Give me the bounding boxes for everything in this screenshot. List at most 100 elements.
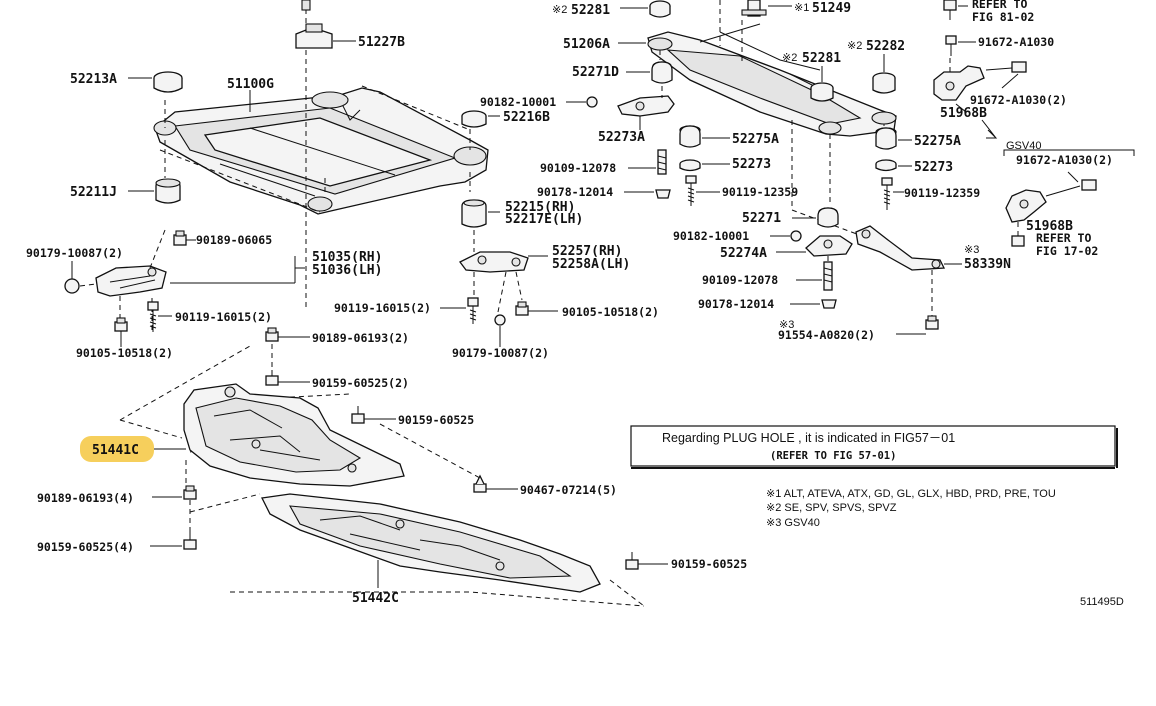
- stud-90109-a[interactable]: [657, 149, 667, 175]
- brace-58339n[interactable]: [855, 225, 946, 271]
- label-52213a[interactable]: 52213A: [70, 72, 117, 87]
- label-91672-b[interactable]: 91672-A1030(2): [970, 93, 1067, 107]
- label-91672-c[interactable]: 91672-A1030(2): [1016, 153, 1113, 167]
- nut-52281-top[interactable]: [649, 0, 671, 18]
- label-90105-a[interactable]: 90105-10518(2): [76, 346, 173, 360]
- label-90109-b[interactable]: 90109-12078: [702, 273, 778, 287]
- nut-90189-06193-4[interactable]: [183, 485, 197, 500]
- bolt-ref-17[interactable]: [1011, 235, 1025, 247]
- label-ref-81-b[interactable]: FIG 81-02: [972, 10, 1034, 24]
- label-90189-06193-a[interactable]: 90189-06193(2): [312, 331, 409, 345]
- label-52257[interactable]: 52257(RH): [552, 244, 622, 259]
- bolt-90182-b[interactable]: [790, 230, 802, 242]
- label-90182-a[interactable]: 90182-10001: [480, 95, 556, 109]
- crossmember-51206a[interactable]: [647, 23, 897, 137]
- nut-90178-b[interactable]: [821, 299, 837, 309]
- label-52216b[interactable]: 52216B: [503, 110, 550, 125]
- label-51441c[interactable]: 51441C: [92, 443, 139, 458]
- nut-90105-b[interactable]: [515, 301, 529, 316]
- washer-52273-l[interactable]: [679, 159, 701, 172]
- label-90189-06065[interactable]: 90189-06065: [196, 233, 272, 247]
- bracket-51968b-b[interactable]: [1005, 189, 1047, 223]
- bolt-91672-c[interactable]: [1045, 179, 1097, 197]
- label-52215[interactable]: 52215(RH): [505, 200, 575, 215]
- bushing-52275a-l[interactable]: [679, 125, 701, 148]
- crossmember-51100g[interactable]: [153, 87, 489, 215]
- label-52273-r[interactable]: 52273: [914, 160, 953, 175]
- label-51035[interactable]: 51035(RH): [312, 250, 382, 265]
- label-52275a-r[interactable]: 52275A: [914, 134, 961, 149]
- label-90159-60525-2[interactable]: 90159-60525(2): [312, 376, 409, 390]
- bolt-90119-b[interactable]: [881, 177, 893, 210]
- bolt-90119-16015-a[interactable]: [147, 301, 159, 332]
- label-90467[interactable]: 90467-07214(5): [520, 483, 617, 497]
- bolt-91672-b[interactable]: [985, 61, 1027, 73]
- label-51442c[interactable]: 51442C: [352, 591, 399, 606]
- label-51249[interactable]: 51249: [812, 1, 851, 16]
- stud-90109-b[interactable]: [823, 261, 833, 291]
- bolt-91554[interactable]: [925, 315, 939, 330]
- bracket-52273a[interactable]: [617, 95, 675, 117]
- bolt-ref-81[interactable]: [943, 0, 957, 20]
- bolt-90159-60525-b[interactable]: [625, 552, 639, 570]
- mount-52271d[interactable]: [651, 61, 673, 84]
- label-52273-l[interactable]: 52273: [732, 157, 771, 172]
- label-52271[interactable]: 52271: [742, 211, 781, 226]
- label-51968b-a[interactable]: 51968B: [940, 106, 987, 121]
- brace-51035[interactable]: [95, 265, 167, 297]
- under-cover-51442c[interactable]: [261, 493, 601, 593]
- label-52217e[interactable]: 52217E(LH): [505, 212, 583, 227]
- label-51227b[interactable]: 51227B: [358, 35, 405, 50]
- label-90159-60525-b[interactable]: 90159-60525: [671, 557, 747, 571]
- label-90119-16015-b[interactable]: 90119-16015(2): [334, 301, 431, 315]
- washer-52273-r[interactable]: [875, 159, 897, 172]
- label-90179-a[interactable]: 90179-10087(2): [26, 246, 123, 260]
- label-52211j[interactable]: 52211J: [70, 185, 117, 200]
- bracket-51968b-a[interactable]: [933, 65, 985, 101]
- label-52282[interactable]: 52282: [866, 39, 905, 54]
- label-52258a[interactable]: 52258A(LH): [552, 257, 630, 272]
- label-52274a[interactable]: 52274A: [720, 246, 767, 261]
- label-90109-a[interactable]: 90109-12078: [540, 161, 616, 175]
- label-90119-b[interactable]: 90119-12359: [904, 186, 980, 200]
- stopper-52215[interactable]: [461, 199, 487, 228]
- label-90189-06193-4[interactable]: 90189-06193(4): [37, 491, 134, 505]
- bolt-90159-60525-a[interactable]: [351, 406, 365, 424]
- bolt-90119-16015-b[interactable]: [467, 297, 479, 324]
- label-51036[interactable]: 51036(LH): [312, 263, 382, 278]
- label-51100g[interactable]: 51100G: [227, 77, 274, 92]
- label-90159-60525-4[interactable]: 90159-60525(4): [37, 540, 134, 554]
- mount-52271[interactable]: [817, 207, 839, 228]
- label-58339n[interactable]: 58339N: [964, 257, 1011, 272]
- label-51968b-b[interactable]: 51968B: [1026, 219, 1073, 234]
- label-52273a[interactable]: 52273A: [598, 130, 645, 145]
- bolt-90179-b[interactable]: [494, 314, 506, 326]
- label-90119-a[interactable]: 90119-12359: [722, 185, 798, 199]
- label-90159-60525-a[interactable]: 90159-60525: [398, 413, 474, 427]
- label-91672-a[interactable]: 91672-A1030: [978, 35, 1054, 49]
- nut-90189-06065[interactable]: [173, 230, 187, 246]
- bolt-90159-60525-4[interactable]: [183, 532, 197, 550]
- bushing-52282[interactable]: [872, 72, 896, 94]
- nut-90178-a[interactable]: [655, 189, 671, 199]
- bushing-52213a[interactable]: [153, 71, 183, 93]
- label-51206a[interactable]: 51206A: [563, 37, 610, 52]
- bolt-90182-a[interactable]: [586, 96, 598, 108]
- bushing-52281-b[interactable]: [810, 82, 834, 102]
- under-cover-51441c[interactable]: [183, 383, 405, 487]
- bushing-52216b[interactable]: [461, 110, 487, 128]
- label-91554[interactable]: 91554-A0820(2): [778, 328, 875, 342]
- label-90105-b[interactable]: 90105-10518(2): [562, 305, 659, 319]
- label-90178-b[interactable]: 90178-12014: [698, 297, 774, 311]
- bolt-91672-a[interactable]: [945, 35, 957, 56]
- label-ref-17-b[interactable]: FIG 17-02: [1036, 244, 1098, 258]
- label-52275a-l[interactable]: 52275A: [732, 132, 779, 147]
- bushing-52275a-r[interactable]: [875, 127, 897, 150]
- label-52271d[interactable]: 52271D: [572, 65, 619, 80]
- nut-90105-a[interactable]: [114, 317, 128, 332]
- nut-90189-06193-a[interactable]: [265, 327, 279, 342]
- bracket-51227b[interactable]: [295, 23, 333, 49]
- label-90119-16015-a[interactable]: 90119-16015(2): [175, 310, 272, 324]
- bushing-52211j[interactable]: [155, 178, 181, 204]
- stud-51249[interactable]: [741, 0, 767, 17]
